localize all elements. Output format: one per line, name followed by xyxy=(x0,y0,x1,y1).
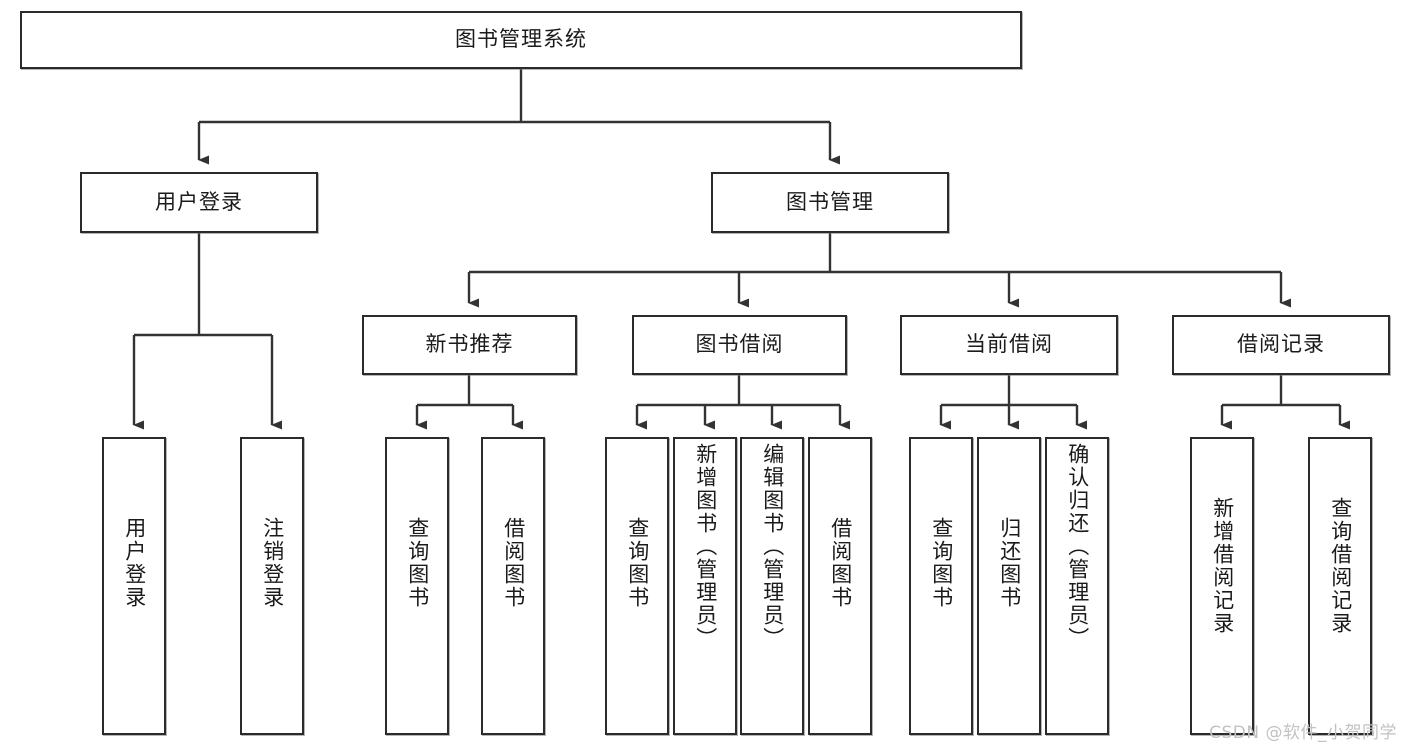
node-leaf-query-book-3[interactable]: 查询图书 xyxy=(909,437,973,735)
node-leaf-add-book-label: 新增图书（管理员） xyxy=(693,443,718,650)
node-new-book-rec-label: 新书推荐 xyxy=(425,332,514,357)
node-leaf-add-record-label: 新增借阅记录 xyxy=(1210,497,1235,635)
node-leaf-query-book-3-label: 查询图书 xyxy=(929,517,954,609)
node-leaf-user-login-label: 用户登录 xyxy=(122,517,147,609)
node-leaf-logout-label: 注销登录 xyxy=(260,517,285,609)
node-leaf-borrow-book-2-label: 借阅图书 xyxy=(828,517,853,609)
node-leaf-query-book-1[interactable]: 查询图书 xyxy=(385,437,449,735)
node-leaf-borrow-book-1[interactable]: 借阅图书 xyxy=(481,437,545,735)
node-leaf-logout[interactable]: 注销登录 xyxy=(240,437,304,735)
node-leaf-add-book[interactable]: 新增图书（管理员） xyxy=(673,437,737,735)
node-root-label: 图书管理系统 xyxy=(455,27,587,52)
node-leaf-return-book[interactable]: 归还图书 xyxy=(977,437,1041,735)
node-leaf-borrow-book-2[interactable]: 借阅图书 xyxy=(808,437,872,735)
node-leaf-return-book-label: 归还图书 xyxy=(997,517,1022,609)
node-borrow-record[interactable]: 借阅记录 xyxy=(1172,315,1390,375)
node-book-manage-label: 图书管理 xyxy=(786,189,874,214)
node-book-borrow-label: 图书借阅 xyxy=(695,332,784,357)
node-current-borrow[interactable]: 当前借阅 xyxy=(900,315,1118,375)
node-leaf-edit-book[interactable]: 编辑图书（管理员） xyxy=(740,437,804,735)
node-book-manage[interactable]: 图书管理 xyxy=(711,172,949,233)
node-leaf-query-book-1-label: 查询图书 xyxy=(405,517,430,609)
node-leaf-confirm-return-label: 确认归还（管理员） xyxy=(1065,443,1090,650)
node-leaf-query-book-2-label: 查询图书 xyxy=(625,517,650,609)
node-current-borrow-label: 当前借阅 xyxy=(965,332,1053,357)
node-borrow-record-label: 借阅记录 xyxy=(1237,332,1325,357)
csdn-watermark: CSDN @软件_小贺同学 xyxy=(1209,723,1397,743)
node-leaf-edit-book-label: 编辑图书（管理员） xyxy=(760,443,785,650)
node-leaf-confirm-return[interactable]: 确认归还（管理员） xyxy=(1045,437,1109,735)
node-leaf-query-record[interactable]: 查询借阅记录 xyxy=(1308,437,1372,735)
node-leaf-borrow-book-1-label: 借阅图书 xyxy=(501,517,526,609)
node-leaf-user-login[interactable]: 用户登录 xyxy=(102,437,166,735)
node-new-book-rec[interactable]: 新书推荐 xyxy=(362,315,577,375)
node-user-login[interactable]: 用户登录 xyxy=(80,172,318,233)
node-user-login-label: 用户登录 xyxy=(155,189,243,214)
node-leaf-add-record[interactable]: 新增借阅记录 xyxy=(1190,437,1254,735)
node-root[interactable]: 图书管理系统 xyxy=(20,11,1022,69)
node-book-borrow[interactable]: 图书借阅 xyxy=(632,315,847,375)
node-leaf-query-record-label: 查询借阅记录 xyxy=(1328,497,1353,635)
node-leaf-query-book-2[interactable]: 查询图书 xyxy=(605,437,669,735)
